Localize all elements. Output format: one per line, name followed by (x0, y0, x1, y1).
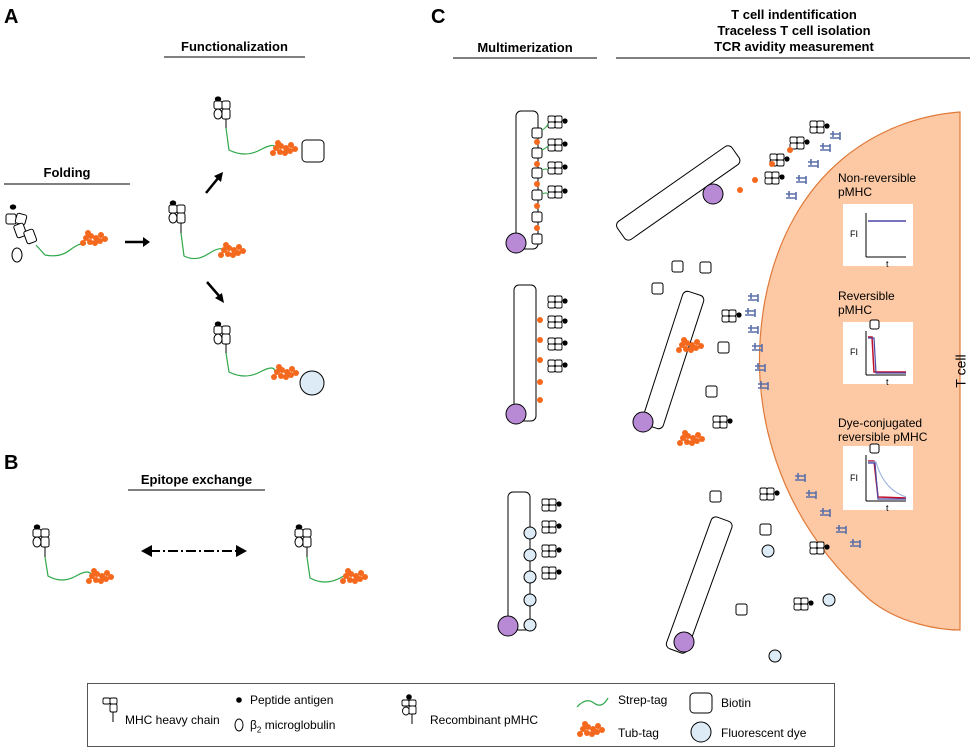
rev-y-label: FI (850, 347, 858, 357)
dye-conjugated-pmhc (213, 320, 325, 396)
panel-a (4, 56, 325, 396)
dye-dissociating (665, 472, 861, 663)
dye-y-label: FI (850, 473, 858, 483)
panel-letter-a: A (4, 6, 19, 28)
dye-label-1: Dye-conjugated (838, 416, 923, 430)
strep-tag-icon (576, 697, 609, 708)
legend-recombinant-pmhc: Recombinant pMHC (430, 713, 539, 727)
panel-c (453, 57, 970, 663)
multimer-reversible (505, 284, 569, 425)
exchange-arrow (141, 545, 247, 557)
legend-b2m: β2 microglobulin (250, 718, 336, 735)
epitope-exchange-title: Epitope exchange (140, 472, 253, 487)
legend-icons (102, 692, 713, 743)
pmhc-after-exchange (294, 523, 368, 584)
folding-title: Folding (43, 165, 91, 180)
traceless-isolation-title: Traceless T cell isolation (717, 23, 871, 38)
multimer-biotin (505, 110, 569, 254)
unfolded-components (5, 204, 108, 263)
bound-multimer-top (616, 120, 841, 241)
legend (87, 683, 835, 747)
rev-x-label: t (886, 377, 889, 387)
panel-letter-b: B (4, 452, 19, 474)
nonrev-label-2: pMHC (838, 185, 873, 199)
reversible-dissociating (632, 260, 769, 446)
recombinant-pmhc-icon (401, 694, 417, 724)
nonrev-x-label: t (886, 259, 889, 269)
folded-pmhc (168, 199, 246, 260)
tcr-avidity-title: TCR avidity measurement (714, 39, 874, 54)
panel-b (32, 489, 368, 584)
dye-label-2: reversible pMHC (838, 430, 928, 444)
tcell-identification-title: T cell indentification (731, 7, 857, 22)
inset-dye-plot (843, 443, 913, 510)
rev-label-2: pMHC (838, 303, 873, 317)
inset-rev-plot (843, 319, 913, 384)
biotin-icon (689, 692, 713, 714)
peptide-antigen-icon (236, 697, 242, 703)
t-cell-label: T cell (952, 354, 969, 388)
pmhc-before-exchange (32, 523, 114, 584)
functionalization-title: Functionalization (181, 39, 288, 54)
legend-mhc-heavy-chain: MHC heavy chain (125, 713, 220, 727)
inset-nonrev-plot (843, 204, 913, 266)
multimerization-title: Multimerization (477, 40, 573, 55)
rev-label-1: Reversible (838, 289, 895, 303)
biotinylated-pmhc (213, 95, 325, 163)
legend-peptide-antigen: Peptide antigen (250, 693, 334, 707)
legend-biotin: Biotin (721, 696, 752, 710)
multimer-dye (497, 491, 563, 637)
legend-tub-tag: Tub-tag (618, 726, 659, 740)
b2m-icon (234, 718, 244, 732)
legend-strep-tag: Strep-tag (618, 693, 668, 707)
legend-fluorescent-dye: Fluorescent dye (721, 726, 807, 740)
mhc-heavy-chain-icon (102, 697, 118, 722)
dye-x-label: t (886, 503, 889, 513)
panel-letter-c: C (431, 6, 446, 28)
fluorescent-dye-icon (690, 721, 712, 743)
nonrev-y-label: FI (850, 229, 858, 239)
nonrev-label-1: Non-reversible (838, 171, 917, 185)
